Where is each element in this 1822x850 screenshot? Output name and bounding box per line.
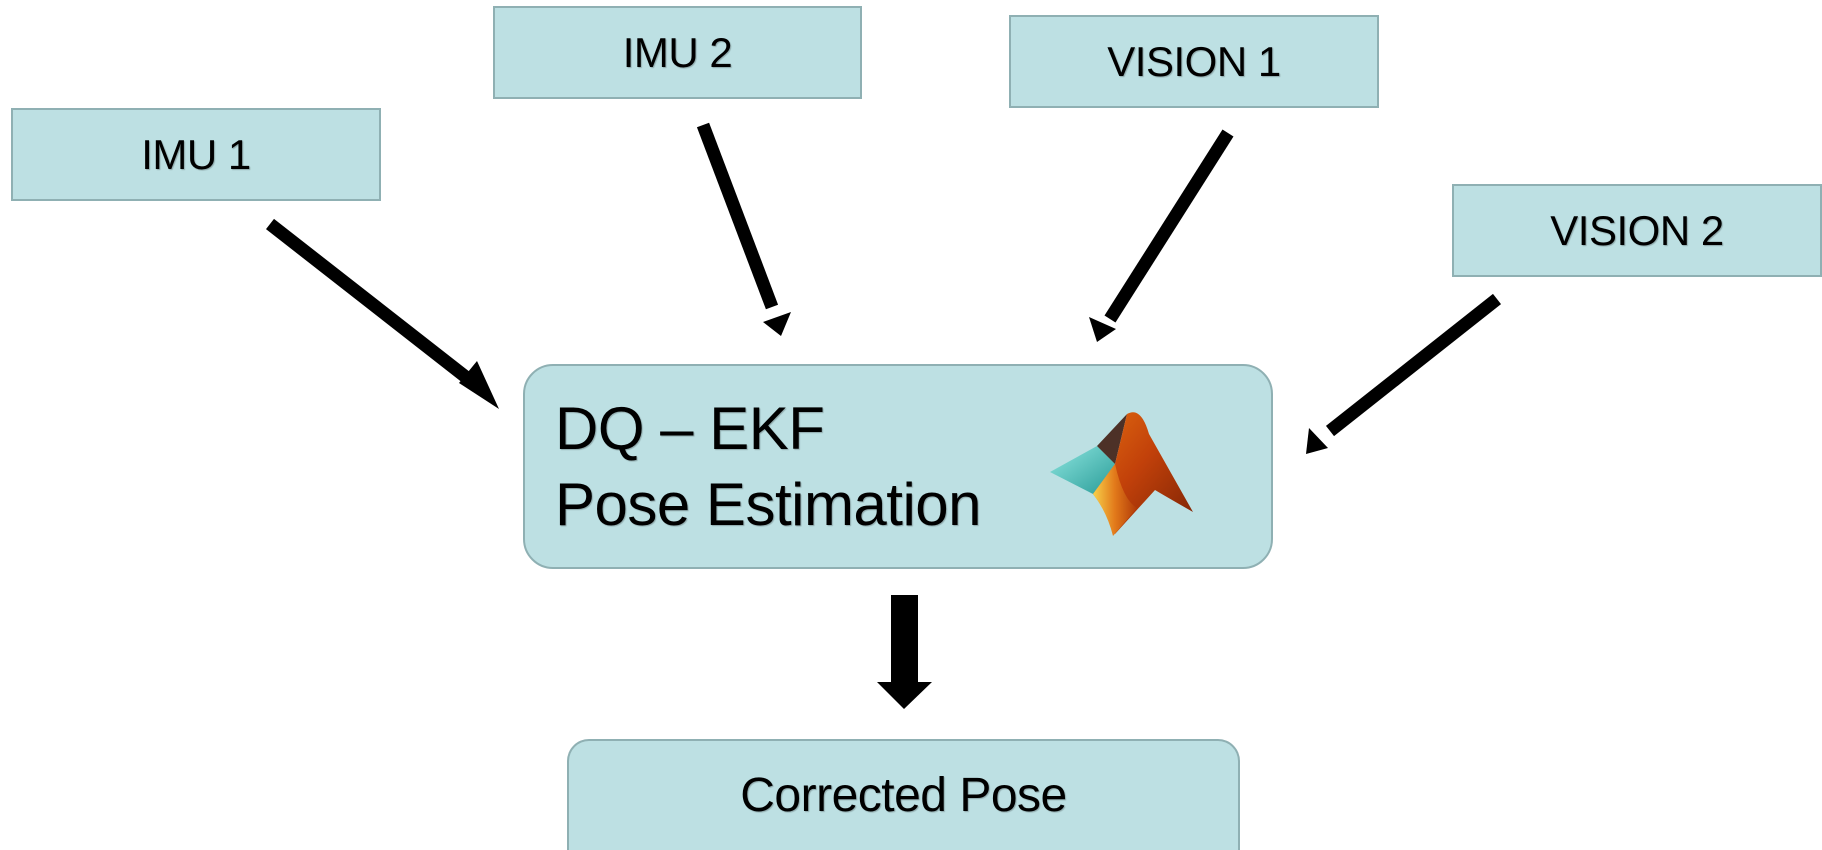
- matlab-logo-icon: [1050, 412, 1193, 536]
- pose-estimation-text: DQ – EKF Pose Estimation: [555, 391, 982, 543]
- imu2-box: IMU 2: [493, 6, 862, 99]
- imu1-label: IMU 1: [141, 130, 251, 178]
- vision1-box: VISION 1: [1009, 15, 1379, 108]
- corrected-pose-label: Corrected Pose: [740, 769, 1067, 822]
- corrected-pose-box: Corrected Pose: [567, 739, 1240, 850]
- imu1-box: IMU 1: [11, 108, 381, 201]
- arrow-imu2-to-processor: [696, 122, 791, 336]
- processor-title: DQ – EKF: [555, 394, 825, 462]
- pose-estimation-box: DQ – EKF Pose Estimation: [523, 364, 1273, 569]
- vision1-label: VISION 1: [1107, 37, 1281, 85]
- logo-flank: [1093, 464, 1137, 536]
- vision2-label: VISION 2: [1550, 206, 1724, 254]
- logo-fold: [1097, 414, 1127, 464]
- arrow-processor-to-output: [877, 595, 932, 709]
- arrow-vision2-to-processor: [1306, 293, 1502, 454]
- processor-subtitle: Pose Estimation: [555, 470, 982, 538]
- arrow-vision1-to-processor: [1089, 129, 1234, 342]
- imu2-label: IMU 2: [622, 28, 733, 76]
- vision2-box: VISION 2: [1452, 184, 1822, 277]
- logo-teal-wing: [1050, 446, 1115, 494]
- arrow-imu1-to-processor: [265, 218, 499, 409]
